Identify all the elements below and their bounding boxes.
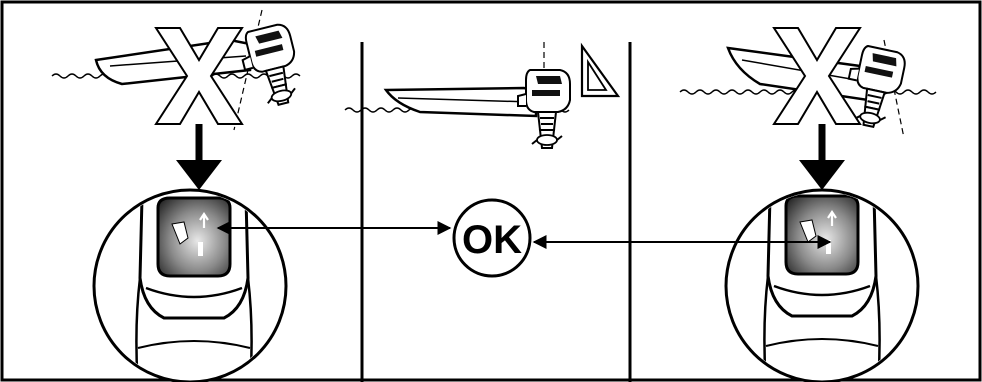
gauge-closeup-right [724, 188, 920, 382]
gauge-closeup-left [92, 188, 288, 382]
panel-left [51, 9, 307, 382]
x-cross-icon [154, 27, 244, 125]
outboard-motor-icon [235, 21, 307, 112]
set-square-icon [580, 42, 621, 98]
down-arrow-icon [799, 124, 845, 190]
panel-center: OK [344, 42, 621, 278]
ok-label: OK [462, 218, 522, 262]
panel-right [679, 27, 937, 382]
down-arrow-icon [176, 124, 222, 190]
ok-badge: OK [452, 198, 532, 278]
x-cross-icon [772, 27, 862, 125]
